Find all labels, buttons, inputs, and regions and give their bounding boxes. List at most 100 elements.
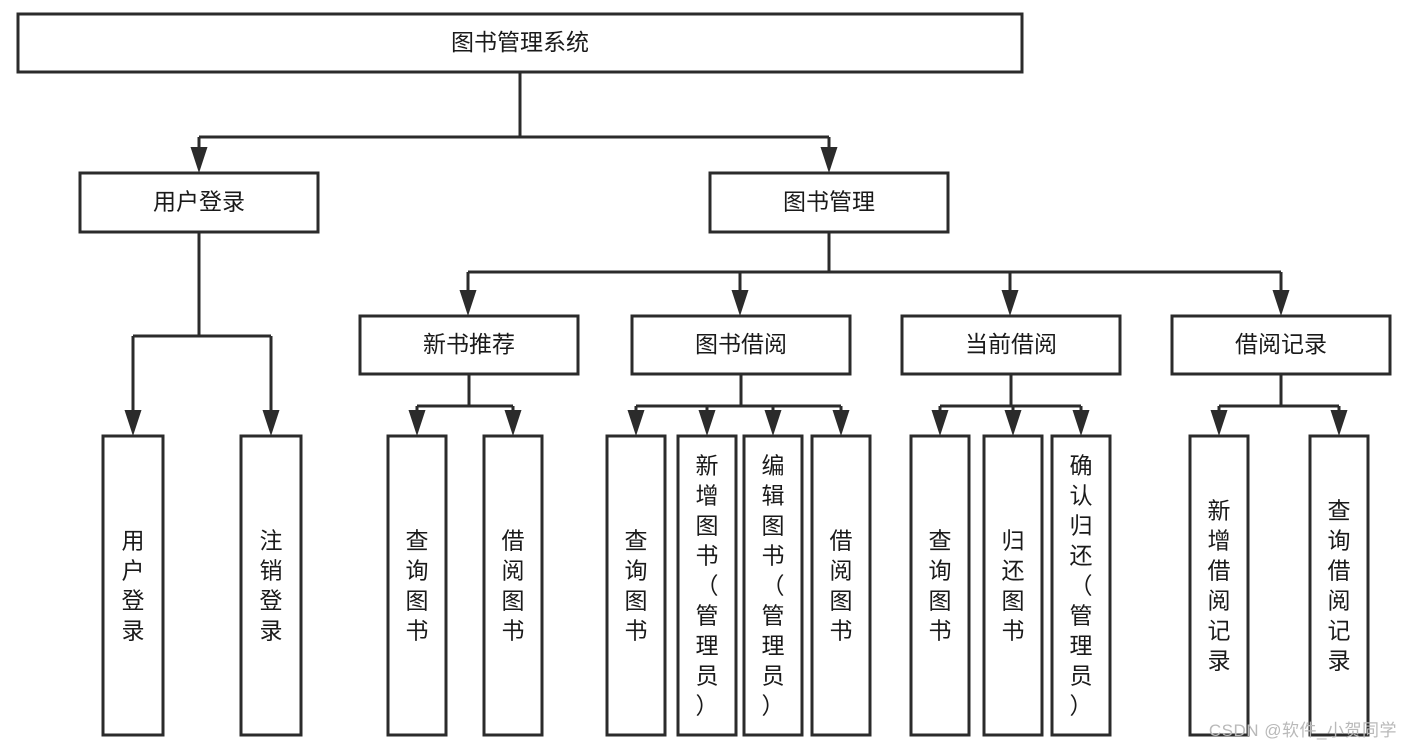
connector-rail-user-login [133, 232, 271, 338]
node-label-char: 书 [929, 618, 952, 644]
arrow-heads-group [124, 137, 1348, 436]
arrow-12 [698, 406, 716, 436]
node-box-book-manage[interactable] [708, 171, 950, 234]
node-new-book-rec[interactable]: 新书推荐 [358, 314, 580, 376]
node-label-char: 阅 [1328, 588, 1351, 614]
node-label-char: 图 [1002, 588, 1025, 614]
node-label-char: 录 [122, 618, 145, 644]
node-label-char: 管 [696, 603, 719, 629]
arrow-10 [504, 406, 522, 436]
node-label-char: 编 [762, 453, 785, 479]
arrow-7 [1001, 272, 1019, 316]
arrow-head-icon [408, 410, 426, 436]
node-label-char: 书 [762, 543, 785, 569]
nodes-group: 图书管理系统用户登录图书管理新书推荐图书借阅当前借阅借阅记录用户登录注销登录查询… [16, 12, 1392, 737]
arrow-head-icon [731, 290, 749, 316]
arrow-5 [459, 272, 477, 316]
node-label-char: 确 [1070, 453, 1093, 479]
node-box-book-borrow[interactable] [630, 314, 852, 376]
node-box-user-login[interactable] [78, 171, 320, 234]
arrow-8 [1272, 272, 1290, 316]
node-label-char: 借 [1328, 558, 1351, 584]
arrow-head-icon [1272, 290, 1290, 316]
arrow-head-icon [820, 147, 838, 173]
node-label-char: 书 [625, 618, 648, 644]
node-box-leaf-borrow-book-1[interactable] [482, 434, 544, 737]
arrow-6 [731, 272, 749, 316]
node-label-char: 借 [502, 528, 525, 554]
node-box-root[interactable] [16, 12, 1024, 74]
node-box-leaf-query-record[interactable] [1308, 434, 1370, 737]
node-box-leaf-add-record[interactable] [1188, 434, 1250, 737]
node-label-char: 书 [696, 543, 719, 569]
node-label-char: 理 [696, 633, 719, 659]
node-label-char: 登 [260, 588, 283, 614]
arrow-9 [408, 406, 426, 436]
node-label-char: 书 [406, 618, 429, 644]
node-box-leaf-edit-book[interactable] [742, 434, 804, 737]
node-label-user-login: 用户登录 [153, 189, 245, 215]
node-label-book-manage: 图书管理 [783, 189, 875, 215]
node-book-manage[interactable]: 图书管理 [708, 171, 950, 234]
node-box-leaf-query-book-2[interactable] [605, 434, 667, 737]
node-current-borrow[interactable]: 当前借阅 [900, 314, 1122, 376]
node-label-char: 管 [1070, 603, 1093, 629]
arrow-head-icon [1072, 410, 1090, 436]
arrow-1 [190, 137, 208, 173]
node-label-char: 增 [696, 483, 719, 509]
node-label-char: 图 [502, 588, 525, 614]
node-label-char: 归 [1002, 528, 1025, 554]
arrow-head-icon [627, 410, 645, 436]
node-user-login[interactable]: 用户登录 [78, 171, 320, 234]
node-box-new-book-rec[interactable] [358, 314, 580, 376]
connector-rail-borrow-record [1219, 374, 1339, 408]
node-label-char: 图 [929, 588, 952, 614]
node-box-leaf-add-book[interactable] [676, 434, 738, 737]
node-label-char: 阅 [830, 558, 853, 584]
node-box-leaf-query-book-3[interactable] [909, 434, 971, 737]
node-label-char: 书 [1002, 618, 1025, 644]
node-label-char: ） [1070, 693, 1093, 719]
node-box-borrow-record[interactable] [1170, 314, 1392, 376]
connector-rail-book-borrow [636, 374, 841, 408]
node-label-char: 管 [762, 603, 785, 629]
node-label-char: 注 [260, 528, 283, 554]
arrow-head-icon [832, 410, 850, 436]
node-root[interactable]: 图书管理系统 [16, 12, 1024, 74]
node-leaf-user-login[interactable]: 用户登录 [101, 434, 165, 737]
node-box-leaf-query-book-1[interactable] [386, 434, 448, 737]
node-box-current-borrow[interactable] [900, 314, 1122, 376]
node-box-leaf-borrow-book-2[interactable] [810, 434, 872, 737]
node-label-char: 新 [696, 453, 719, 479]
arrow-2 [820, 137, 838, 173]
node-book-borrow[interactable]: 图书借阅 [630, 314, 852, 376]
node-borrow-record[interactable]: 借阅记录 [1170, 314, 1392, 376]
node-box-leaf-confirm-return[interactable] [1050, 434, 1112, 737]
node-label-char: 查 [625, 528, 648, 554]
arrow-16 [1004, 406, 1022, 436]
node-label-char: 询 [406, 558, 429, 584]
node-label-char: 录 [260, 618, 283, 644]
node-box-leaf-user-login[interactable] [101, 434, 165, 737]
arrow-15 [931, 406, 949, 436]
node-label-char: ） [762, 693, 785, 719]
node-box-leaf-user-logout[interactable] [239, 434, 303, 737]
arrow-head-icon [124, 410, 142, 436]
node-label-char: 户 [122, 558, 145, 584]
node-box-leaf-return-book[interactable] [982, 434, 1044, 737]
node-label-char: 用 [122, 528, 145, 554]
node-label-char: 员 [762, 663, 785, 689]
